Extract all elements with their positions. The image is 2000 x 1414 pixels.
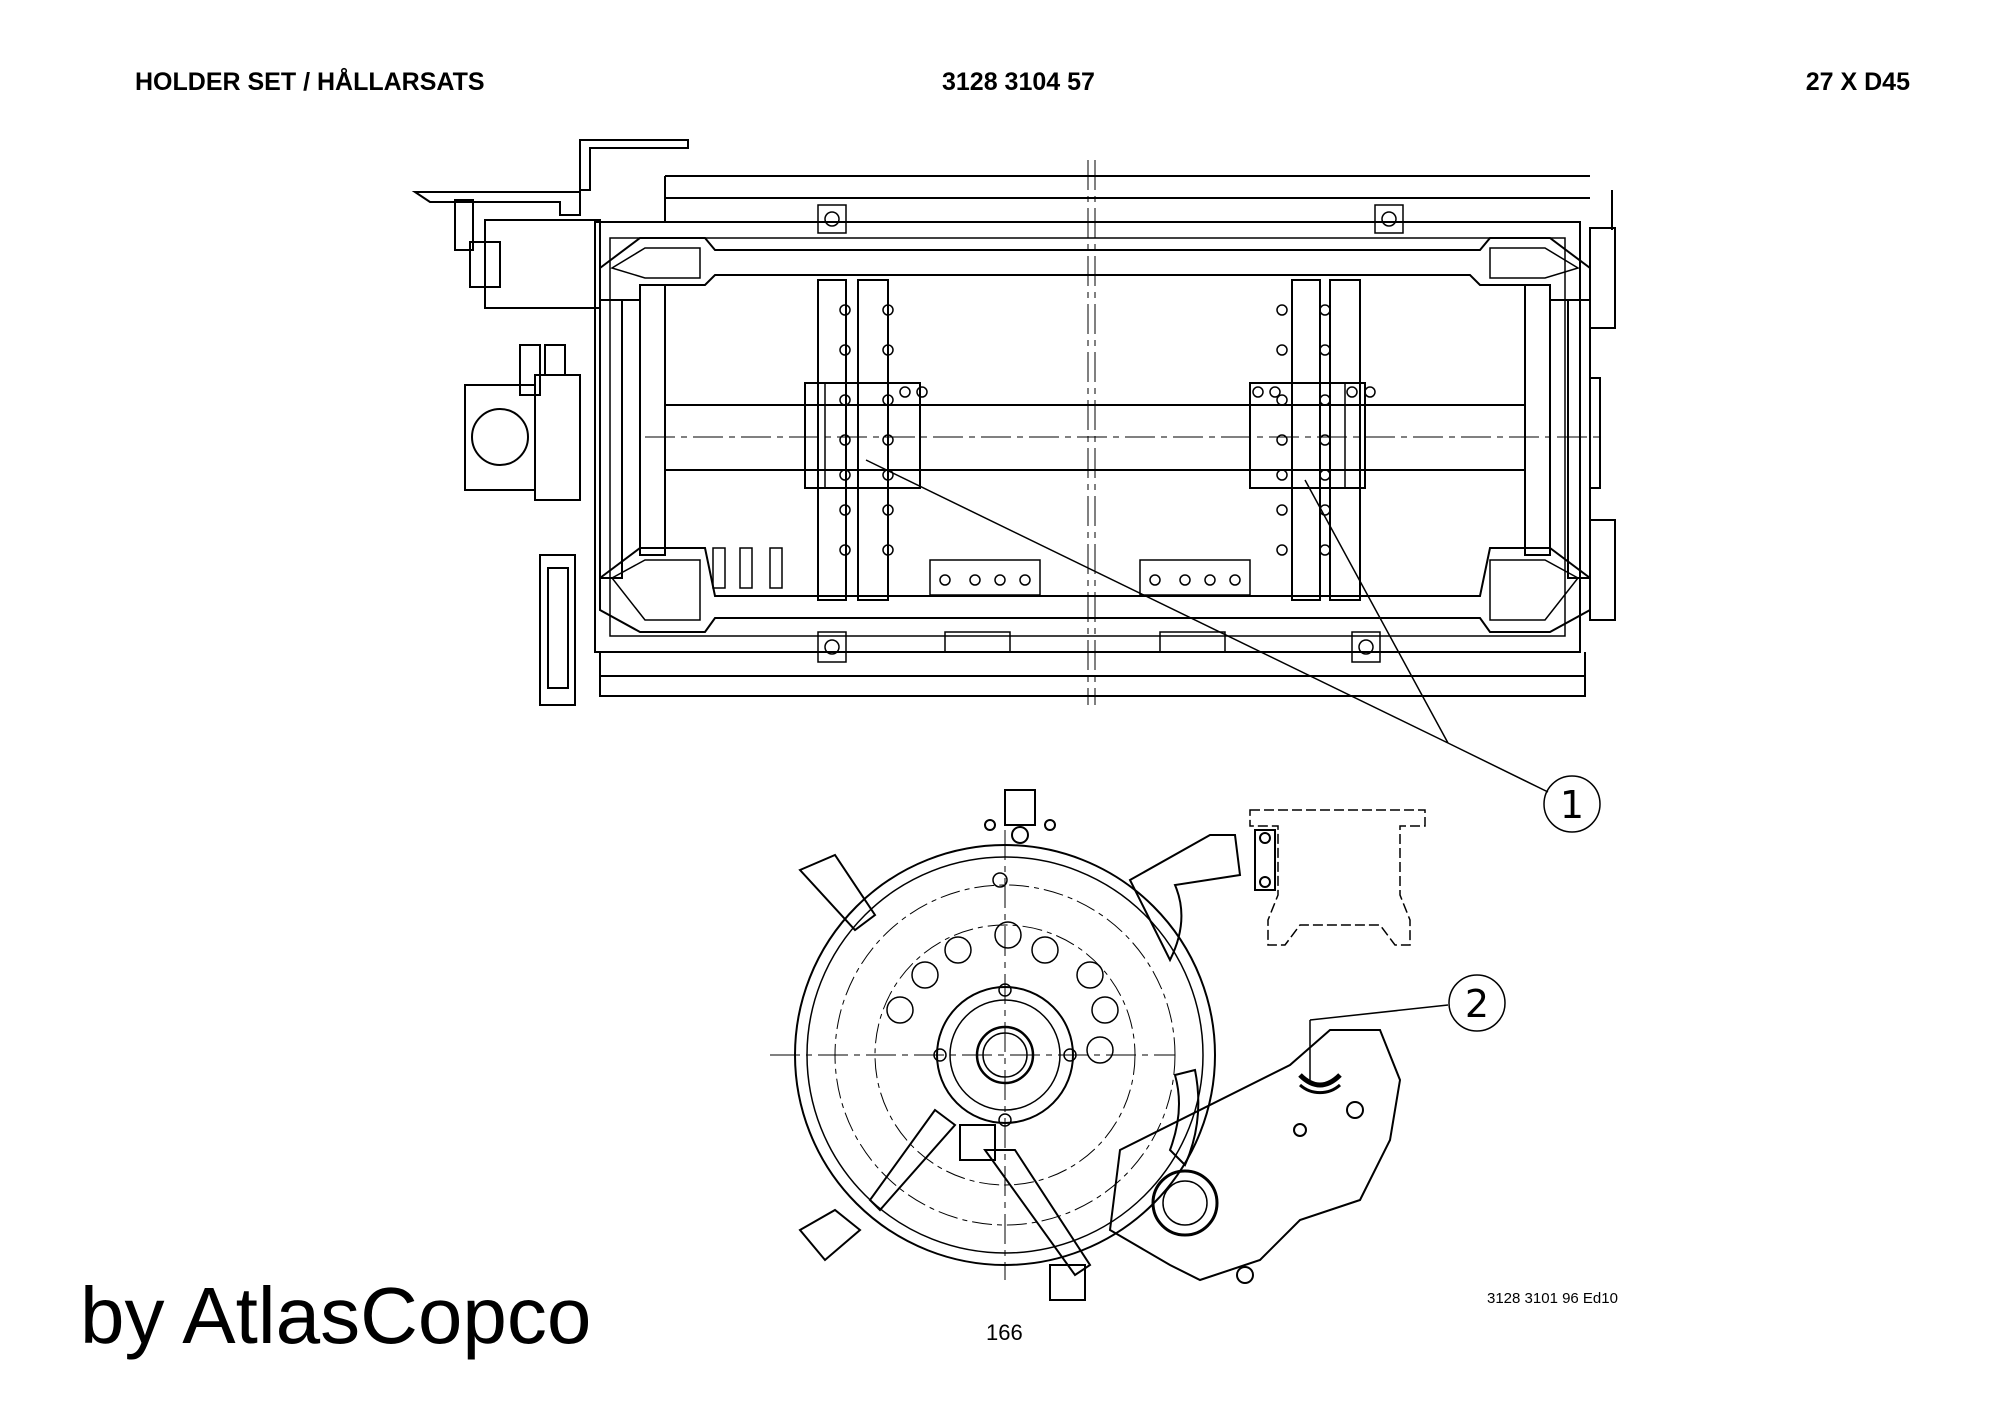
drawing-title: HOLDER SET / HÅLLARSATS [135, 68, 485, 96]
top-view [411, 139, 1616, 706]
callout-2-label: 2 [1465, 982, 1489, 1026]
watermark: by AtlasCopco [80, 1271, 592, 1360]
callout-1-label: 1 [1560, 783, 1584, 827]
page-number: 166 [986, 1320, 1023, 1345]
side-view [770, 789, 1426, 1301]
callout-1-circle [1543, 775, 1601, 833]
document-reference: 3128 3101 96 Ed10 [1487, 1290, 1618, 1307]
quantity-spec: 27 X D45 [1805, 68, 1910, 96]
part-number: 3128 3104 57 [942, 68, 1095, 96]
callout-2-circle [1448, 974, 1506, 1032]
